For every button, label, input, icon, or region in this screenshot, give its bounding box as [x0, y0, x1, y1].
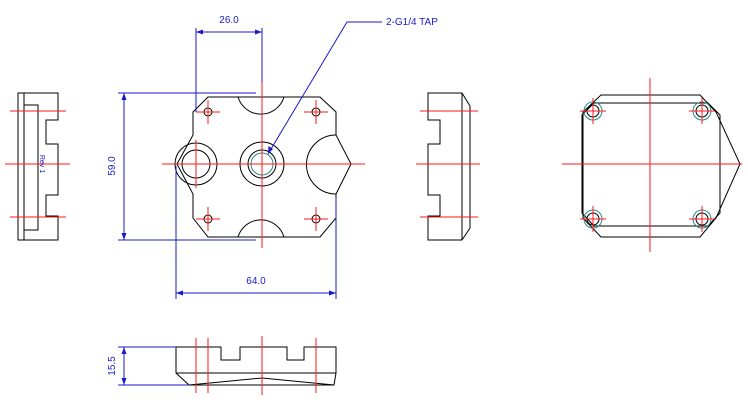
dim-height-label: 59.0: [107, 156, 118, 176]
front-outline: [176, 96, 352, 238]
left-side-outline: [17, 92, 59, 241]
dim-thickness-label: 15.5: [107, 356, 118, 376]
left-side-recess: [24, 104, 39, 231]
port-bottom-arc: [237, 219, 285, 238]
front-view: [162, 82, 365, 248]
dimension-height: 59.0: [107, 92, 256, 241]
dim-width-label: 64.0: [246, 276, 266, 287]
dimension-hole-spacing: 26.0: [195, 15, 263, 112]
back-view: [562, 78, 742, 252]
bottom-view: [175, 336, 337, 395]
bottom-outline: [175, 346, 337, 386]
port-top-arc: [237, 96, 285, 115]
tap-callout: 2-G1/4 TAP: [267, 17, 438, 155]
left-side-view: Rev 1: [5, 92, 70, 241]
side-note: Rev 1: [38, 155, 45, 173]
dimension-thickness: 15.5: [107, 346, 189, 386]
right-side-outline: [427, 92, 471, 241]
back-outline-outer: [582, 94, 741, 238]
dimension-width: 64.0: [175, 166, 337, 299]
right-side-view: [416, 92, 480, 241]
tap-leader-line: [267, 21, 382, 155]
dim-hole-spacing-label: 26.0: [219, 15, 239, 26]
tap-callout-label: 2-G1/4 TAP: [386, 17, 438, 28]
